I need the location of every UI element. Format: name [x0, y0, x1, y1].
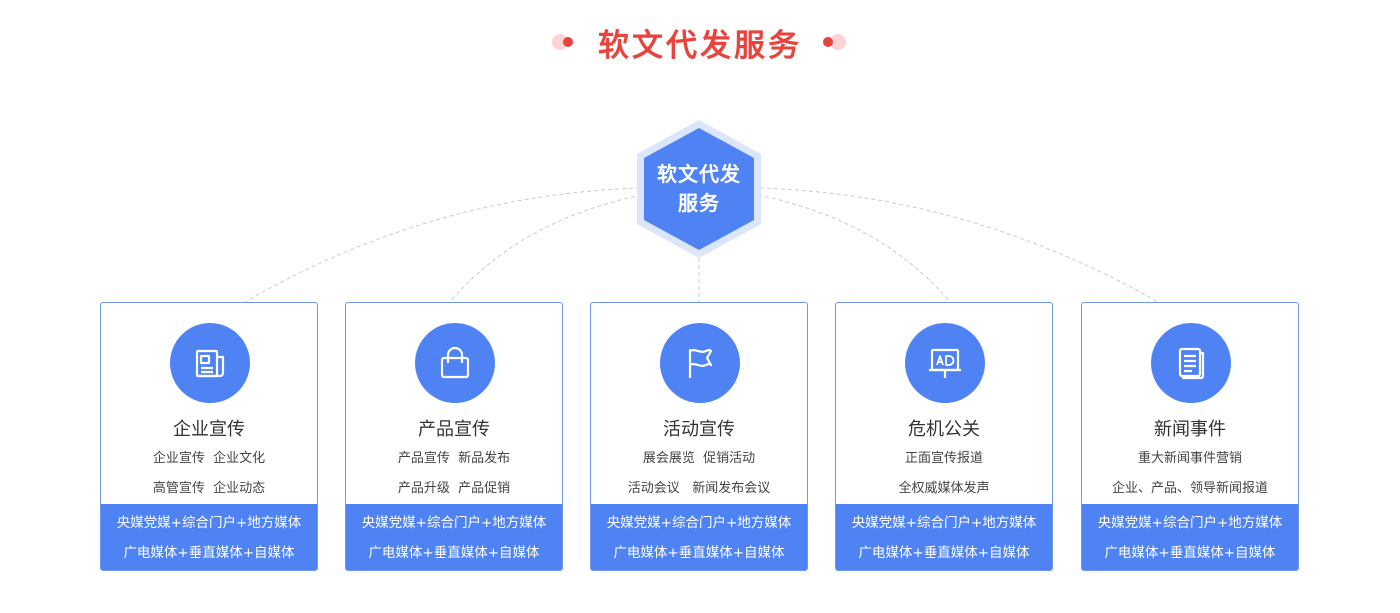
card-title: 企业宣传 — [173, 419, 245, 440]
service-card-crisis-pr: 危机公关 正面宣传报道 全权威媒体发声 央媒党媒+综合门户+地方媒体 广电媒体+… — [835, 302, 1053, 571]
card-footer: 央媒党媒+综合门户+地方媒体 广电媒体+垂直媒体+自媒体 — [101, 504, 317, 570]
card-footer-line2: 广电媒体+垂直媒体+自媒体 — [858, 545, 1030, 561]
center-label-line2: 服务 — [678, 191, 720, 215]
service-card-corporate: 企业宣传 企业宣传 企业文化 高管宣传 企业动态 央媒党媒+综合门户+地方媒体 … — [100, 302, 318, 571]
connector-5 — [759, 187, 1159, 303]
newspaper-icon — [170, 323, 250, 403]
card-desc-line1: 重大新闻事件营销 — [1137, 451, 1242, 466]
card-desc-line1: 正面宣传报道 — [904, 451, 983, 466]
card-desc-line2: 活动会议 新闻发布会议 — [627, 481, 771, 496]
card-footer-line2: 广电媒体+垂直媒体+自媒体 — [1104, 545, 1276, 561]
card-desc-line1: 产品宣传 新品发布 — [397, 451, 511, 466]
decorative-dots-left — [552, 32, 580, 52]
card-title: 危机公关 — [908, 419, 980, 440]
center-label: 软文代发 服务 — [637, 160, 761, 218]
card-title: 新闻事件 — [1154, 419, 1226, 440]
card-desc-line1: 企业宣传 企业文化 — [152, 451, 266, 466]
card-footer-line1: 央媒党媒+综合门户+地方媒体 — [361, 515, 547, 531]
connector-2 — [449, 194, 643, 303]
card-footer: 央媒党媒+综合门户+地方媒体 广电媒体+垂直媒体+自媒体 — [346, 504, 562, 570]
shopping-bag-icon — [415, 323, 495, 403]
card-footer-line2: 广电媒体+垂直媒体+自媒体 — [368, 545, 540, 561]
card-desc-line2: 高管宣传 企业动态 — [152, 481, 266, 496]
connector-1 — [244, 187, 641, 303]
card-desc-line1: 展会展览 促销活动 — [642, 451, 756, 466]
card-footer-line1: 央媒党媒+综合门户+地方媒体 — [116, 515, 302, 531]
card-desc-line2: 企业、产品、领导新闻报道 — [1111, 481, 1268, 496]
service-card-news-event: 新闻事件 重大新闻事件营销 企业、产品、领导新闻报道 央媒党媒+综合门户+地方媒… — [1081, 302, 1299, 571]
page-title: 软文代发服务 — [598, 27, 802, 64]
card-desc-line2: 全权威媒体发声 — [898, 481, 990, 496]
card-title: 活动宣传 — [663, 419, 735, 440]
card-footer-line1: 央媒党媒+综合门户+地方媒体 — [1097, 515, 1283, 531]
center-label-line1: 软文代发 — [657, 162, 741, 186]
card-footer: 央媒党媒+综合门户+地方媒体 广电媒体+垂直媒体+自媒体 — [836, 504, 1052, 570]
service-card-event: 活动宣传 展会展览 促销活动 活动会议 新闻发布会议 央媒党媒+综合门户+地方媒… — [590, 302, 808, 571]
decorative-dots-right — [820, 32, 848, 52]
card-footer-line1: 央媒党媒+综合门户+地方媒体 — [851, 515, 1037, 531]
service-card-product: 产品宣传 产品宣传 新品发布 产品升级 产品促销 央媒党媒+综合门户+地方媒体 … — [345, 302, 563, 571]
connector-4 — [757, 194, 951, 303]
flag-icon — [660, 323, 740, 403]
document-icon — [1151, 323, 1231, 403]
card-title: 产品宣传 — [418, 419, 490, 440]
card-footer-line2: 广电媒体+垂直媒体+自媒体 — [613, 545, 785, 561]
card-footer: 央媒党媒+综合门户+地方媒体 广电媒体+垂直媒体+自媒体 — [1082, 504, 1298, 570]
card-desc-line2: 产品升级 产品促销 — [397, 481, 511, 496]
card-footer: 央媒党媒+综合门户+地方媒体 广电媒体+垂直媒体+自媒体 — [591, 504, 807, 570]
center-hexagon: 软文代发 服务 — [637, 120, 761, 258]
ad-board-icon — [905, 323, 985, 403]
card-footer-line1: 央媒党媒+综合门户+地方媒体 — [606, 515, 792, 531]
card-footer-line2: 广电媒体+垂直媒体+自媒体 — [123, 545, 295, 561]
page-title-row: 软文代发服务 — [0, 20, 1400, 64]
